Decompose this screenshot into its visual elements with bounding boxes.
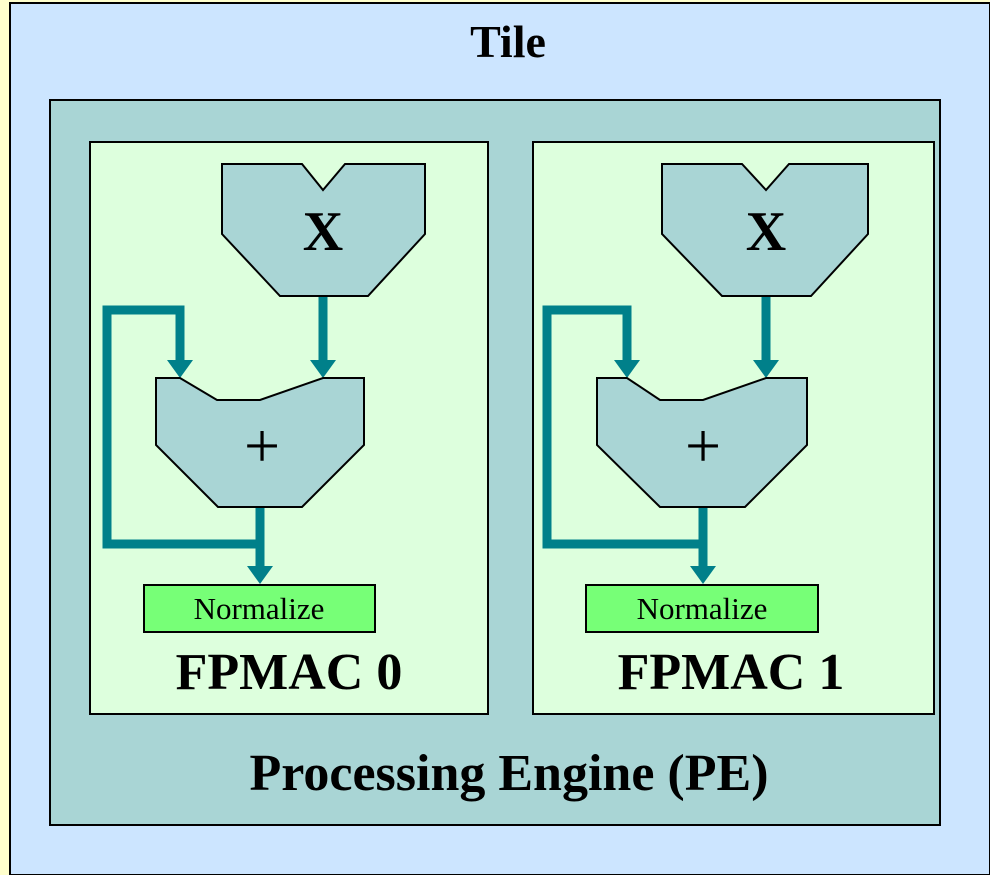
fpmac-unit-1: X + Normalize FPMAC 1	[532, 141, 935, 715]
adder-symbol: +	[244, 410, 280, 481]
adder-block	[596, 377, 808, 508]
mult-to-adder-arrowhead	[753, 360, 779, 378]
multiplier-symbol: X	[746, 201, 786, 263]
normalize-label: Normalize	[637, 591, 768, 626]
adder-to-normalize-arrowhead	[690, 566, 716, 584]
multiplier-block	[221, 163, 426, 297]
adder-block	[155, 377, 365, 508]
fpmac-name: FPMAC 0	[176, 644, 403, 701]
feedback-arrowhead	[167, 360, 193, 378]
feedback-arrowhead	[614, 360, 640, 378]
multiplier-symbol: X	[303, 201, 343, 263]
fpmac-name: FPMAC 1	[618, 644, 845, 701]
normalize-block	[585, 584, 819, 633]
tile-label: Tile	[470, 16, 546, 67]
adder-symbol: +	[685, 410, 721, 481]
multiplier-block	[661, 163, 869, 297]
fpmac-unit-0: X + Normalize FPMAC 0	[89, 141, 489, 715]
mult-to-adder-arrowhead	[310, 360, 336, 378]
adder-to-normalize-arrowhead	[247, 566, 273, 584]
normalize-block	[143, 584, 376, 633]
normalize-label: Normalize	[194, 591, 325, 626]
pe-label: Processing Engine (PE)	[249, 745, 768, 802]
